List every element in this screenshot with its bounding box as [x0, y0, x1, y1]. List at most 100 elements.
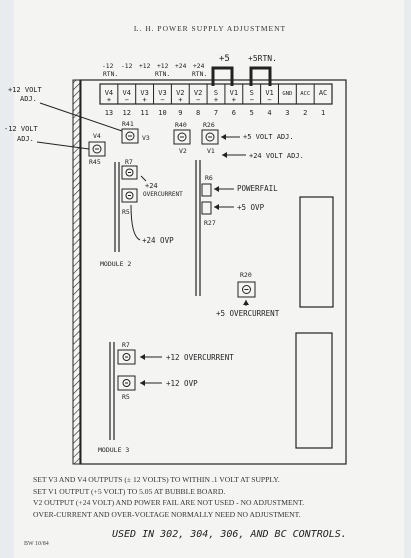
top-label-plus12-b: +12 [157, 63, 169, 70]
plus24-overcurrent-line1: +24 [145, 182, 158, 190]
terminal-sign: + [178, 96, 182, 104]
v1-label: V1 [207, 147, 215, 155]
minus12-volt-adj-line2: ADJ. [17, 135, 34, 143]
r26-pot [201, 129, 219, 145]
document-title: L. H. POWER SUPPLY ADJUSTMENT [133, 24, 287, 33]
terminal-number: 11 [140, 109, 148, 117]
lower-right-component [295, 332, 333, 449]
rtn-label-c: RTN. [192, 71, 207, 78]
terminal-label: V3 [158, 89, 166, 97]
module3-label: MODULE 3 [98, 446, 129, 454]
note-line-1: SET V3 AND V4 OUTPUTS (± 12 VOLTS) TO WI… [33, 475, 280, 484]
terminal-sign: − [160, 96, 164, 104]
terminal-number: 5 [250, 109, 254, 117]
plus5-rtn-jumper [249, 66, 272, 86]
r6-label: R6 [205, 174, 213, 182]
r41-pot [121, 128, 139, 144]
plus12-overcurrent-label: +12 OVERCURRENT [166, 353, 234, 362]
plus12-ovp-label: +12 OVP [166, 379, 198, 388]
terminal-number: 1 [321, 109, 325, 117]
plus12-volt-adj-line1: +12 VOLT [8, 86, 43, 94]
terminal-strip [99, 83, 333, 105]
plus24-overcurrent-line2: OVERCURRENT [143, 191, 183, 198]
plus5-jumper [211, 66, 234, 86]
terminal-number: 10 [158, 109, 166, 117]
minus12-volt-adj-line1: -12 VOLT [4, 125, 39, 133]
terminal-label: V1 [230, 89, 238, 97]
terminal-label: V2 [194, 89, 202, 97]
terminal-sign: − [196, 96, 200, 104]
rtn-label-b: RTN. [155, 71, 170, 78]
terminal-label: GND [282, 91, 292, 97]
terminal-label: V1 [265, 89, 273, 97]
v4-label: V4 [93, 132, 101, 140]
r27-pot [201, 201, 212, 215]
terminal-sign: − [250, 96, 254, 104]
r20-pot [237, 281, 256, 298]
r26-label: R26 [203, 121, 215, 129]
note-line-2: SET V1 OUTPUT (+5 VOLT) TO 5.05 AT BUBBL… [33, 486, 226, 496]
r6-pot [201, 183, 212, 197]
minus12-adj-leader [36, 141, 90, 150]
terminal-number: 12 [123, 109, 131, 117]
chassis-side-wall [72, 79, 82, 465]
adjustment-notes: SET V3 AND V4 OUTPUTS (± 12 VOLTS) TO WI… [33, 474, 393, 520]
terminal-label: AC [319, 89, 327, 97]
chassis-outline [79, 79, 347, 465]
terminal-number: 6 [232, 109, 236, 117]
terminal-number: 7 [214, 109, 218, 117]
r7-top-pot [121, 165, 138, 180]
r20-label: R20 [240, 271, 252, 279]
upper-right-component [299, 196, 334, 308]
top-label-plus24-b: +24 [193, 63, 205, 70]
terminal-label: V4 [123, 89, 131, 97]
terminal-number: 3 [285, 109, 289, 117]
r7-top-label: R7 [125, 158, 133, 166]
rtn-label-a: RTN. [103, 71, 118, 78]
r7-bottom-pot [117, 349, 136, 365]
terminal-number: 8 [196, 109, 200, 117]
top-label-minus12-a: -12 [102, 63, 114, 70]
jumpers [211, 66, 272, 86]
top-label-plus12-a: +12 [139, 63, 151, 70]
plus5-label: +5 [219, 54, 230, 64]
terminal-label: ACC [300, 91, 310, 97]
r5-top-label: R5 [122, 208, 130, 216]
r5-bottom-label: R5 [122, 393, 130, 401]
terminal-sign: − [125, 96, 129, 104]
plus24-ovp-label: +24 OVP [142, 236, 174, 245]
terminal-sign: + [214, 96, 218, 104]
r45-pot [88, 141, 106, 157]
r27-label: R27 [204, 219, 216, 227]
r5-top-pot [121, 188, 138, 203]
powerfail-label: POWERFAIL [237, 184, 278, 193]
v3-label: V3 [142, 134, 150, 142]
r41-label: R41 [122, 120, 134, 128]
terminal-sign: + [143, 96, 147, 104]
plus5-overcurrent-label: +5 OVERCURRENT [216, 309, 280, 318]
terminal-label: V4 [105, 89, 113, 97]
v2-label: V2 [179, 147, 187, 155]
plus5-ovp-label: +5 OVP [237, 203, 265, 212]
terminal-label: V3 [140, 89, 148, 97]
top-label-plus24-a: +24 [175, 63, 187, 70]
plus24-volt-adj-label: +24 VOLT ADJ. [249, 152, 304, 160]
r45-label: R45 [89, 158, 101, 166]
r40-pot [173, 129, 191, 145]
terminal-sign: − [267, 96, 271, 104]
plus5-rtn-label: +5RTN. [248, 54, 277, 63]
plus12-adj-leader [39, 102, 123, 132]
terminal-sign: + [232, 96, 236, 104]
initials-date: BW 10/84 [24, 541, 49, 547]
terminal-label: S [214, 89, 218, 97]
r5-bottom-pot [117, 375, 136, 391]
note-line-3: V2 OUTPUT (+24 VOLT) AND POWER FAIL ARE … [33, 498, 305, 507]
plus12-volt-adj-line2: ADJ. [20, 95, 37, 103]
terminal-number: 13 [105, 109, 113, 117]
terminal-sign: + [107, 96, 111, 104]
module2-label: MODULE 2 [100, 260, 131, 268]
terminal-label: S [250, 89, 254, 97]
terminal-number: 4 [267, 109, 271, 117]
top-label-minus12-b: -12 [121, 63, 133, 70]
